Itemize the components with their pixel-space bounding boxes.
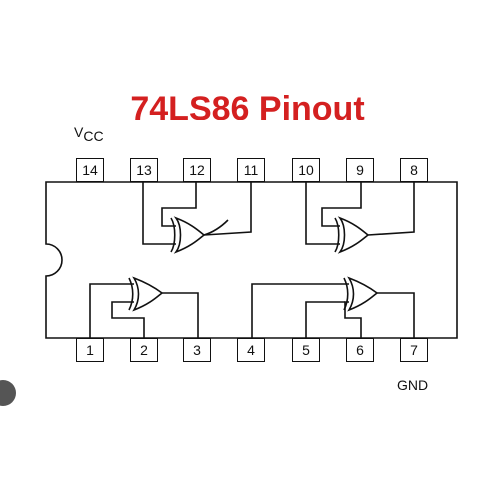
pin-number: 9: [356, 162, 364, 178]
bottom-pin-1: 1: [76, 338, 104, 362]
xor-gate-a: [170, 216, 229, 254]
xor-gate-d: [343, 276, 379, 312]
overlay-button-shadow: [0, 380, 16, 406]
top-pin-9: 9: [346, 158, 374, 182]
bottom-pin-3: 3: [183, 338, 211, 362]
bottom-pin-7: 7: [400, 338, 428, 362]
pin-number: 14: [82, 162, 98, 178]
vcc-label-main: V: [74, 124, 84, 140]
bottom-pin-6: 6: [346, 338, 374, 362]
pin-number: 13: [136, 162, 152, 178]
pin-number: 1: [86, 342, 94, 358]
pin-number: 10: [298, 162, 314, 178]
title-text: 74LS86 Pinout: [130, 90, 365, 120]
diagram-title: 74LS86 Pinout: [0, 78, 495, 120]
pin-number: 6: [356, 342, 364, 358]
vcc-label-sub: CC: [83, 128, 104, 144]
gnd-label: GND: [397, 377, 429, 393]
pin-number: 7: [410, 342, 418, 358]
top-pin-11: 11: [237, 158, 265, 182]
chip-body: [45, 181, 458, 339]
top-pin-13: 13: [130, 158, 158, 182]
top-pin-10: 10: [292, 158, 320, 182]
pin-number: 3: [193, 342, 201, 358]
top-pin-12: 12: [183, 158, 211, 182]
pin-number: 12: [189, 162, 205, 178]
pin-number: 2: [140, 342, 148, 358]
top-pin-8: 8: [400, 158, 428, 182]
pin-number: 11: [243, 162, 259, 178]
pin-number: 4: [247, 342, 255, 358]
xor-gate-c: [128, 276, 164, 312]
pin-number: 5: [302, 342, 310, 358]
xor-gate-b: [334, 216, 370, 254]
top-pin-14: 14: [76, 158, 104, 182]
bottom-pin-5: 5: [292, 338, 320, 362]
pin-number: 8: [410, 162, 418, 178]
bottom-pin-2: 2: [130, 338, 158, 362]
vcc-label: VCC: [74, 124, 104, 144]
bottom-pin-4: 4: [237, 338, 265, 362]
